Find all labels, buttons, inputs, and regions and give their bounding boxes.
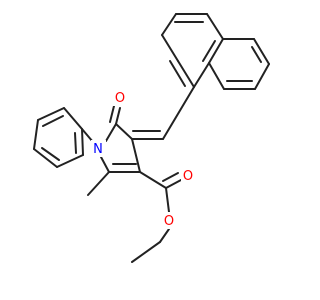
ring-oxygen-text: O (115, 91, 125, 106)
bond (165, 179, 182, 189)
ring-nitrogen-text: N (93, 142, 103, 157)
bond (33, 119, 39, 150)
ring-oxygen-label: O (113, 89, 127, 106)
bond (162, 172, 179, 182)
molecule-drawing: O N O O (33, 13, 270, 263)
ester-carbonyl-oxygen-text: O (183, 169, 193, 184)
bond (208, 38, 224, 64)
structure-canvas: O N O O (33, 13, 270, 263)
bond (161, 34, 179, 62)
ester-group (131, 171, 182, 263)
bond (42, 115, 64, 127)
bond (193, 62, 210, 88)
bond (37, 107, 65, 121)
methyl-bond (87, 171, 110, 196)
phenyl-group (33, 107, 94, 168)
ester-carbonyl-oxygen-label: O (181, 167, 195, 184)
bond (254, 63, 270, 90)
bond (131, 241, 161, 263)
pyrrolinone-ring (100, 105, 141, 173)
bond (206, 13, 224, 40)
ring-nitrogen-label: N (91, 140, 106, 157)
bond (105, 123, 117, 142)
bond (115, 123, 133, 140)
ester-ether-oxygen-text: O (164, 214, 174, 229)
bond (159, 228, 170, 243)
bond (169, 60, 186, 87)
bond (81, 128, 84, 156)
methylidene-linker (131, 86, 195, 140)
bond (177, 60, 195, 88)
bond (56, 154, 84, 168)
bond (63, 107, 83, 130)
bond (139, 171, 167, 189)
bond (81, 128, 94, 143)
bond (41, 147, 60, 161)
bond (100, 156, 110, 173)
bond (208, 62, 225, 90)
bond (115, 107, 121, 125)
bond (251, 46, 262, 63)
bond (131, 138, 141, 173)
bond (165, 187, 170, 213)
bond (161, 13, 177, 36)
bond (74, 132, 77, 154)
bond (109, 105, 115, 123)
bond (202, 40, 216, 62)
bond (33, 148, 58, 168)
ester-ether-oxygen-label: O (162, 212, 176, 229)
bond (162, 86, 195, 140)
bond (253, 38, 270, 65)
naphthalene-group (161, 13, 270, 90)
